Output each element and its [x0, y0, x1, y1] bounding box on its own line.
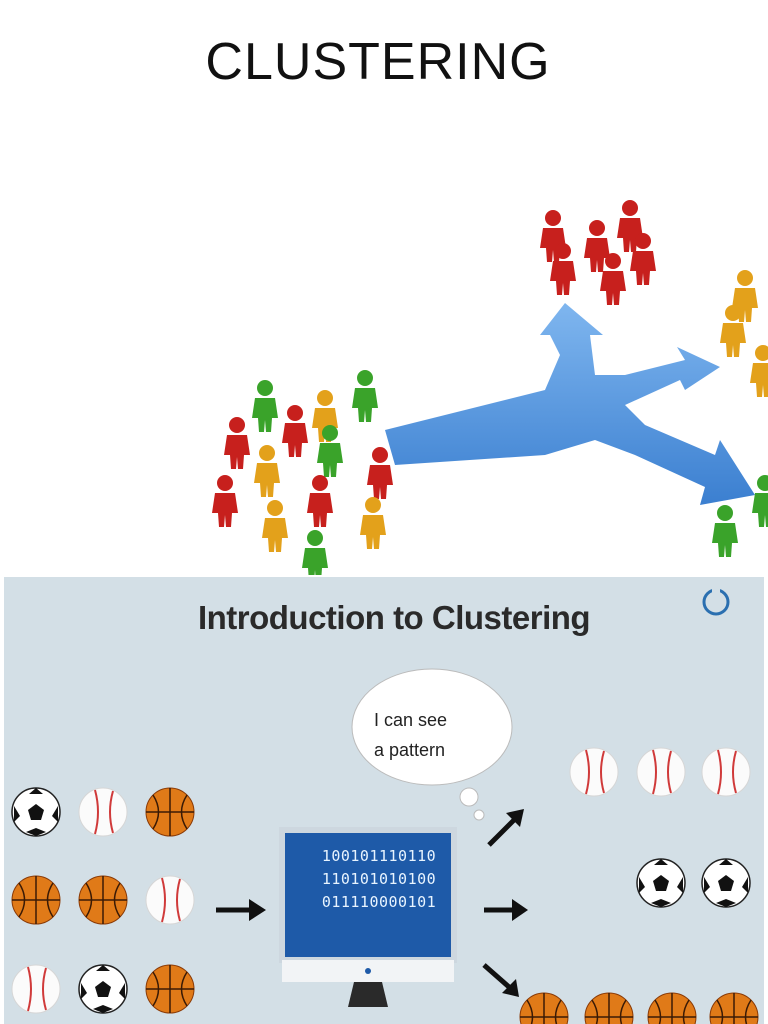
- binary-line: 011110000101: [321, 893, 437, 911]
- bubble-line: I can see: [374, 710, 448, 730]
- binary-line: 100101110110: [321, 847, 437, 865]
- basketball-cluster: [519, 992, 759, 1024]
- bubble-line: a pattern: [374, 740, 446, 760]
- output-arrows-icon: [482, 809, 528, 997]
- computer-monitor-icon: [279, 827, 457, 1007]
- intro-title: Introduction to Clustering: [197, 599, 591, 636]
- thought-bubble-icon: [351, 668, 513, 821]
- input-arrow-icon: [216, 899, 266, 921]
- binary-line: 110101010100: [321, 870, 437, 888]
- binary-code: 100101110110 110101010100 011110000101: [304, 845, 454, 914]
- clustering-people-illustration: [155, 165, 768, 575]
- mixed-crowd: [212, 370, 393, 575]
- dataflair-logo-icon: [702, 588, 730, 616]
- intro-clustering-image: Introduction to Clustering: [4, 577, 764, 1024]
- baseball-cluster: [569, 747, 751, 797]
- soccer-cluster: [636, 858, 751, 908]
- thought-bubble-text: I can see a pattern: [374, 705, 494, 765]
- branching-arrow-icon: [385, 303, 755, 505]
- slide-title: CLUSTERING: [205, 33, 551, 91]
- mixed-balls: [11, 787, 195, 1014]
- red-cluster: [540, 200, 656, 305]
- orange-cluster: [720, 270, 768, 397]
